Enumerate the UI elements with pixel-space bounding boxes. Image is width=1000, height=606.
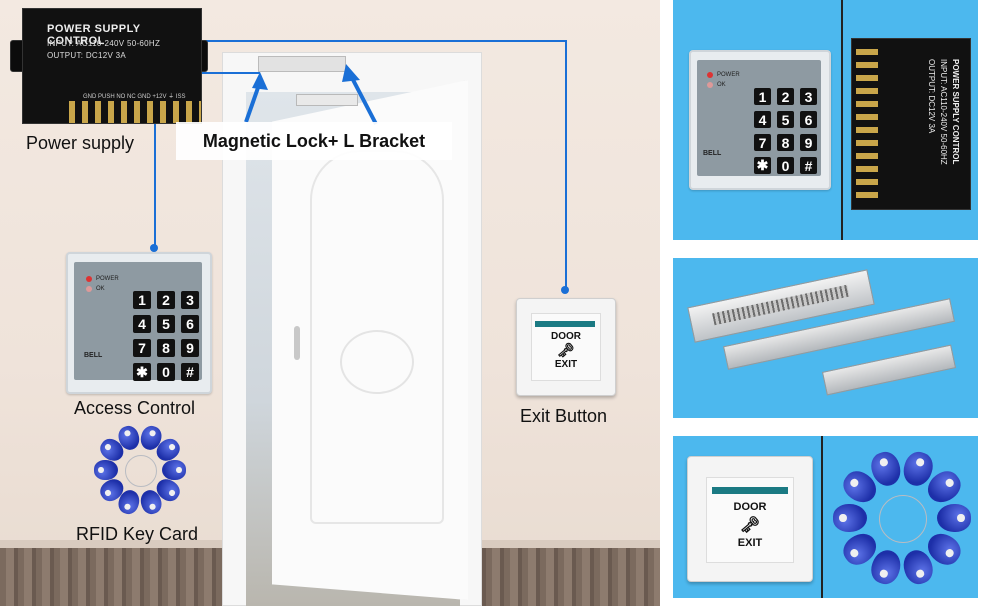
keypad-key: 9 [181, 339, 199, 357]
keypad-key: 2 [157, 291, 175, 309]
rfid-fob [162, 460, 186, 480]
panel-exit-fobs: DOOR 🗝 EXIT [673, 436, 978, 598]
psu-title: POWER SUPPLY CONTROL [951, 59, 960, 165]
power-label: POWER [96, 276, 119, 282]
power-led [707, 72, 713, 78]
label-magnetic-lock: Magnetic Lock+ L Bracket [202, 130, 426, 151]
power-led [86, 276, 92, 282]
exit-text: EXIT [554, 359, 578, 370]
keypad-key: 2 [777, 88, 794, 105]
key-ring [124, 454, 158, 488]
keypad-key: 6 [800, 111, 817, 128]
ok-led [707, 82, 713, 88]
wire-top [200, 40, 566, 42]
panel-divider [821, 436, 823, 598]
key-icon: 🗝 [739, 517, 761, 534]
psu-output: OUTPUT: DC12V 3A [47, 51, 127, 60]
magnetic-lock [258, 56, 346, 72]
exit-color-bar [535, 321, 595, 327]
keypad-key: # [181, 363, 199, 381]
wire-dot-exit [561, 286, 569, 294]
l-bracket [296, 94, 358, 106]
armature-plate-photo [821, 344, 957, 396]
wire-lock [200, 72, 260, 74]
lock-coil [712, 284, 850, 326]
psu-photo: POWER SUPPLY CONTROL INPUT: AC110-240V 5… [851, 38, 971, 210]
psu-terminal-labels: GND PUSH NO NC GND +12V ⏚ ISS [83, 94, 186, 100]
keypad-key: 8 [777, 134, 794, 151]
door-ornament [340, 330, 414, 394]
power-supply-unit: POWER SUPPLY CONTROL INPUT: AC110-240V 5… [22, 8, 202, 124]
key-icon: 🗝 [557, 342, 575, 358]
terminal-block [69, 101, 201, 123]
rfid-fob [937, 504, 971, 532]
wire-keypad [154, 122, 156, 248]
panel-magnetic-lock [673, 258, 978, 418]
psu-title: POWER SUPPLY CONTROL [47, 23, 141, 47]
rfid-fob-photo [833, 448, 971, 588]
keypad-key: 4 [754, 111, 771, 128]
label-power-supply: Power supply [26, 133, 135, 153]
terminal-block [856, 49, 878, 199]
wire-dot-keypad [150, 244, 158, 252]
keypad-key: 6 [181, 315, 199, 333]
rfid-fob [94, 460, 118, 480]
ok-label: OK [717, 82, 726, 88]
psu-input: INPUT: AC110-240V 50-60HZ [47, 39, 161, 48]
key-ring [878, 494, 928, 544]
panel-divider [841, 0, 843, 240]
bell-label: BELL [703, 150, 722, 157]
keypad-key: 3 [800, 88, 817, 105]
keypad-key: 0 [777, 157, 794, 174]
keypad-key: 4 [133, 315, 151, 333]
psu-input: INPUT: AC110-240V 50-60HZ [939, 59, 948, 165]
label-access-control: Access Control [74, 398, 196, 418]
keypad-key: ✱ [754, 157, 771, 174]
label-rfid-card: RFID Key Card [76, 524, 199, 544]
keypad-key: 9 [800, 134, 817, 151]
keypad-key: # [800, 157, 817, 174]
keypad-key: 1 [133, 291, 151, 309]
label-magnetic-lock-box: Magnetic Lock+ L Bracket [176, 122, 452, 160]
keypad-key: 7 [754, 134, 771, 151]
door-text: DOOR [551, 331, 581, 342]
label-exit-button: Exit Button [520, 406, 608, 426]
rfid-fob [833, 504, 867, 532]
power-label: POWER [717, 72, 740, 78]
keypad-key: 3 [181, 291, 199, 309]
exit-text: EXIT [737, 537, 763, 549]
keypad-key: 5 [157, 315, 175, 333]
keypad-key: 5 [777, 111, 794, 128]
ok-led [86, 286, 92, 292]
ok-label: OK [96, 286, 105, 292]
installation-scene: POWER SUPPLY CONTROL INPUT: AC110-240V 5… [0, 0, 660, 606]
keypad-key: 0 [157, 363, 175, 381]
door-text: DOOR [733, 501, 767, 513]
rfid-fob-cluster [92, 423, 188, 517]
keypad-key: 8 [157, 339, 175, 357]
door-handle [294, 326, 300, 360]
wire-exit [565, 40, 567, 290]
exit-color-bar [712, 487, 788, 494]
bell-label: BELL [84, 352, 103, 359]
keypad-key: 1 [754, 88, 771, 105]
psu-output: OUTPUT: DC12V 3A [927, 59, 936, 134]
exit-button-photo: DOOR 🗝 EXIT [687, 456, 813, 582]
arrow-icon [244, 64, 378, 125]
exit-button-plate: DOOR 🗝 EXIT [516, 298, 616, 396]
keypad-key: 7 [133, 339, 151, 357]
keypad-key: ✱ [133, 363, 151, 381]
